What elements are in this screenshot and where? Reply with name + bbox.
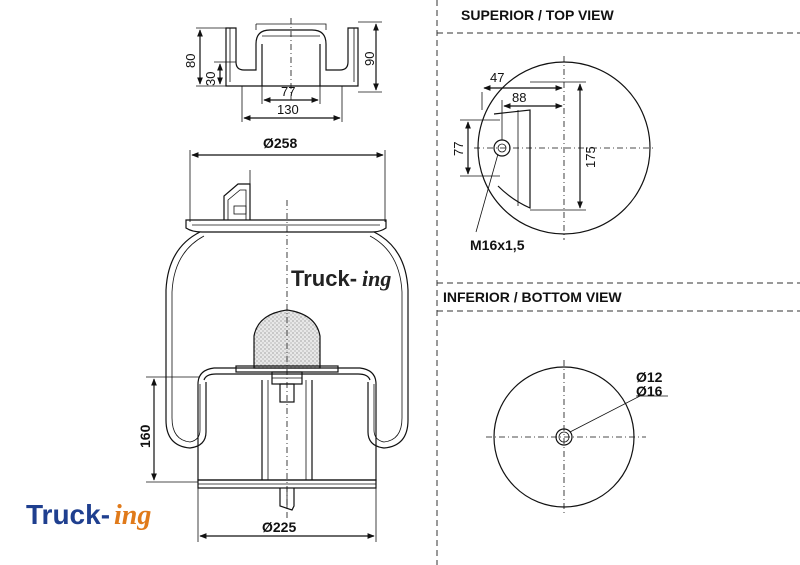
top-dim-47-label: 47 [490, 70, 504, 85]
dim-77-label: 77 [281, 84, 295, 99]
bottom-view: INFERIOR / BOTTOM VIEW Ø12 Ø16 [443, 289, 668, 514]
dim-d258-label: Ø258 [263, 135, 297, 151]
top-dim-88-label: 88 [512, 90, 526, 105]
view-separators [436, 0, 800, 565]
top-dim-175-label: 175 [583, 146, 598, 168]
brand-logo-suffix: ing [114, 500, 151, 531]
bottom-dim-d12-label: Ø12 [636, 369, 663, 385]
dim-d225-label: Ø225 [262, 519, 296, 535]
dim-160-label: 160 [137, 424, 153, 448]
top-dim-77-label: 77 [451, 142, 466, 156]
dim-80-label: 80 [183, 54, 198, 68]
dim-130-label: 130 [277, 102, 299, 117]
bellows-brand-mark: Truck- [291, 266, 357, 291]
top-view-heading: SUPERIOR / TOP VIEW [461, 7, 615, 23]
top-view: SUPERIOR / TOP VIEW 47 88 77 175 M16x1,5 [451, 7, 656, 253]
top-plate-detail: 80 30 90 77 130 [183, 18, 382, 122]
air-spring-side-view: Ø258 Truck- ing [137, 135, 409, 542]
brand-logo: Truck- ing [26, 499, 151, 531]
thread-spec-label: M16x1,5 [470, 237, 525, 253]
dim-30-label: 30 [203, 72, 218, 86]
brand-logo-text: Truck- [26, 499, 110, 530]
dim-90-label: 90 [362, 52, 377, 66]
bottom-view-heading: INFERIOR / BOTTOM VIEW [443, 289, 622, 305]
bellows-brand-mark-suffix: ing [362, 266, 391, 291]
bottom-dim-d16-label: Ø16 [636, 383, 663, 399]
